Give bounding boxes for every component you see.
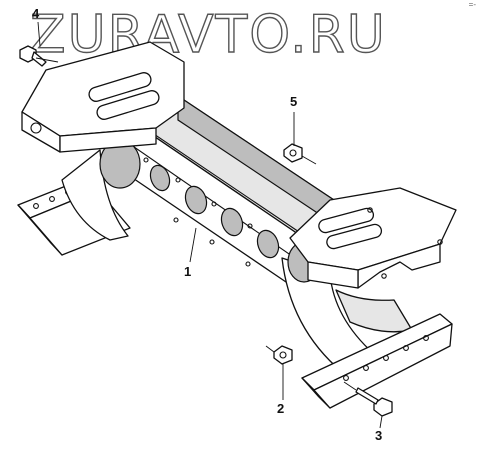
callout-4: 4 (32, 6, 40, 21)
left-upper-bracket (21, 41, 185, 153)
watermark: ZURAVTO.RU (30, 4, 387, 60)
right-lower-flange (301, 313, 453, 409)
callout-5: 5 (290, 94, 298, 109)
bolt-3-icon (343, 381, 393, 417)
bolt-4-icon (19, 45, 59, 67)
callout-3: 3 (375, 428, 383, 443)
left-curved-support (61, 139, 141, 241)
right-upper-bracket (289, 187, 457, 289)
callout-2: 2 (277, 401, 285, 416)
leader-lines (37, 21, 383, 429)
corner-mark: =- (468, 0, 476, 9)
nut-2-icon (265, 345, 293, 365)
callout-1: 1 (184, 264, 192, 279)
crossmember-body (117, 94, 347, 283)
watermark-text: ZURAVTO.RU (30, 5, 387, 60)
nut-5-icon (283, 143, 317, 165)
